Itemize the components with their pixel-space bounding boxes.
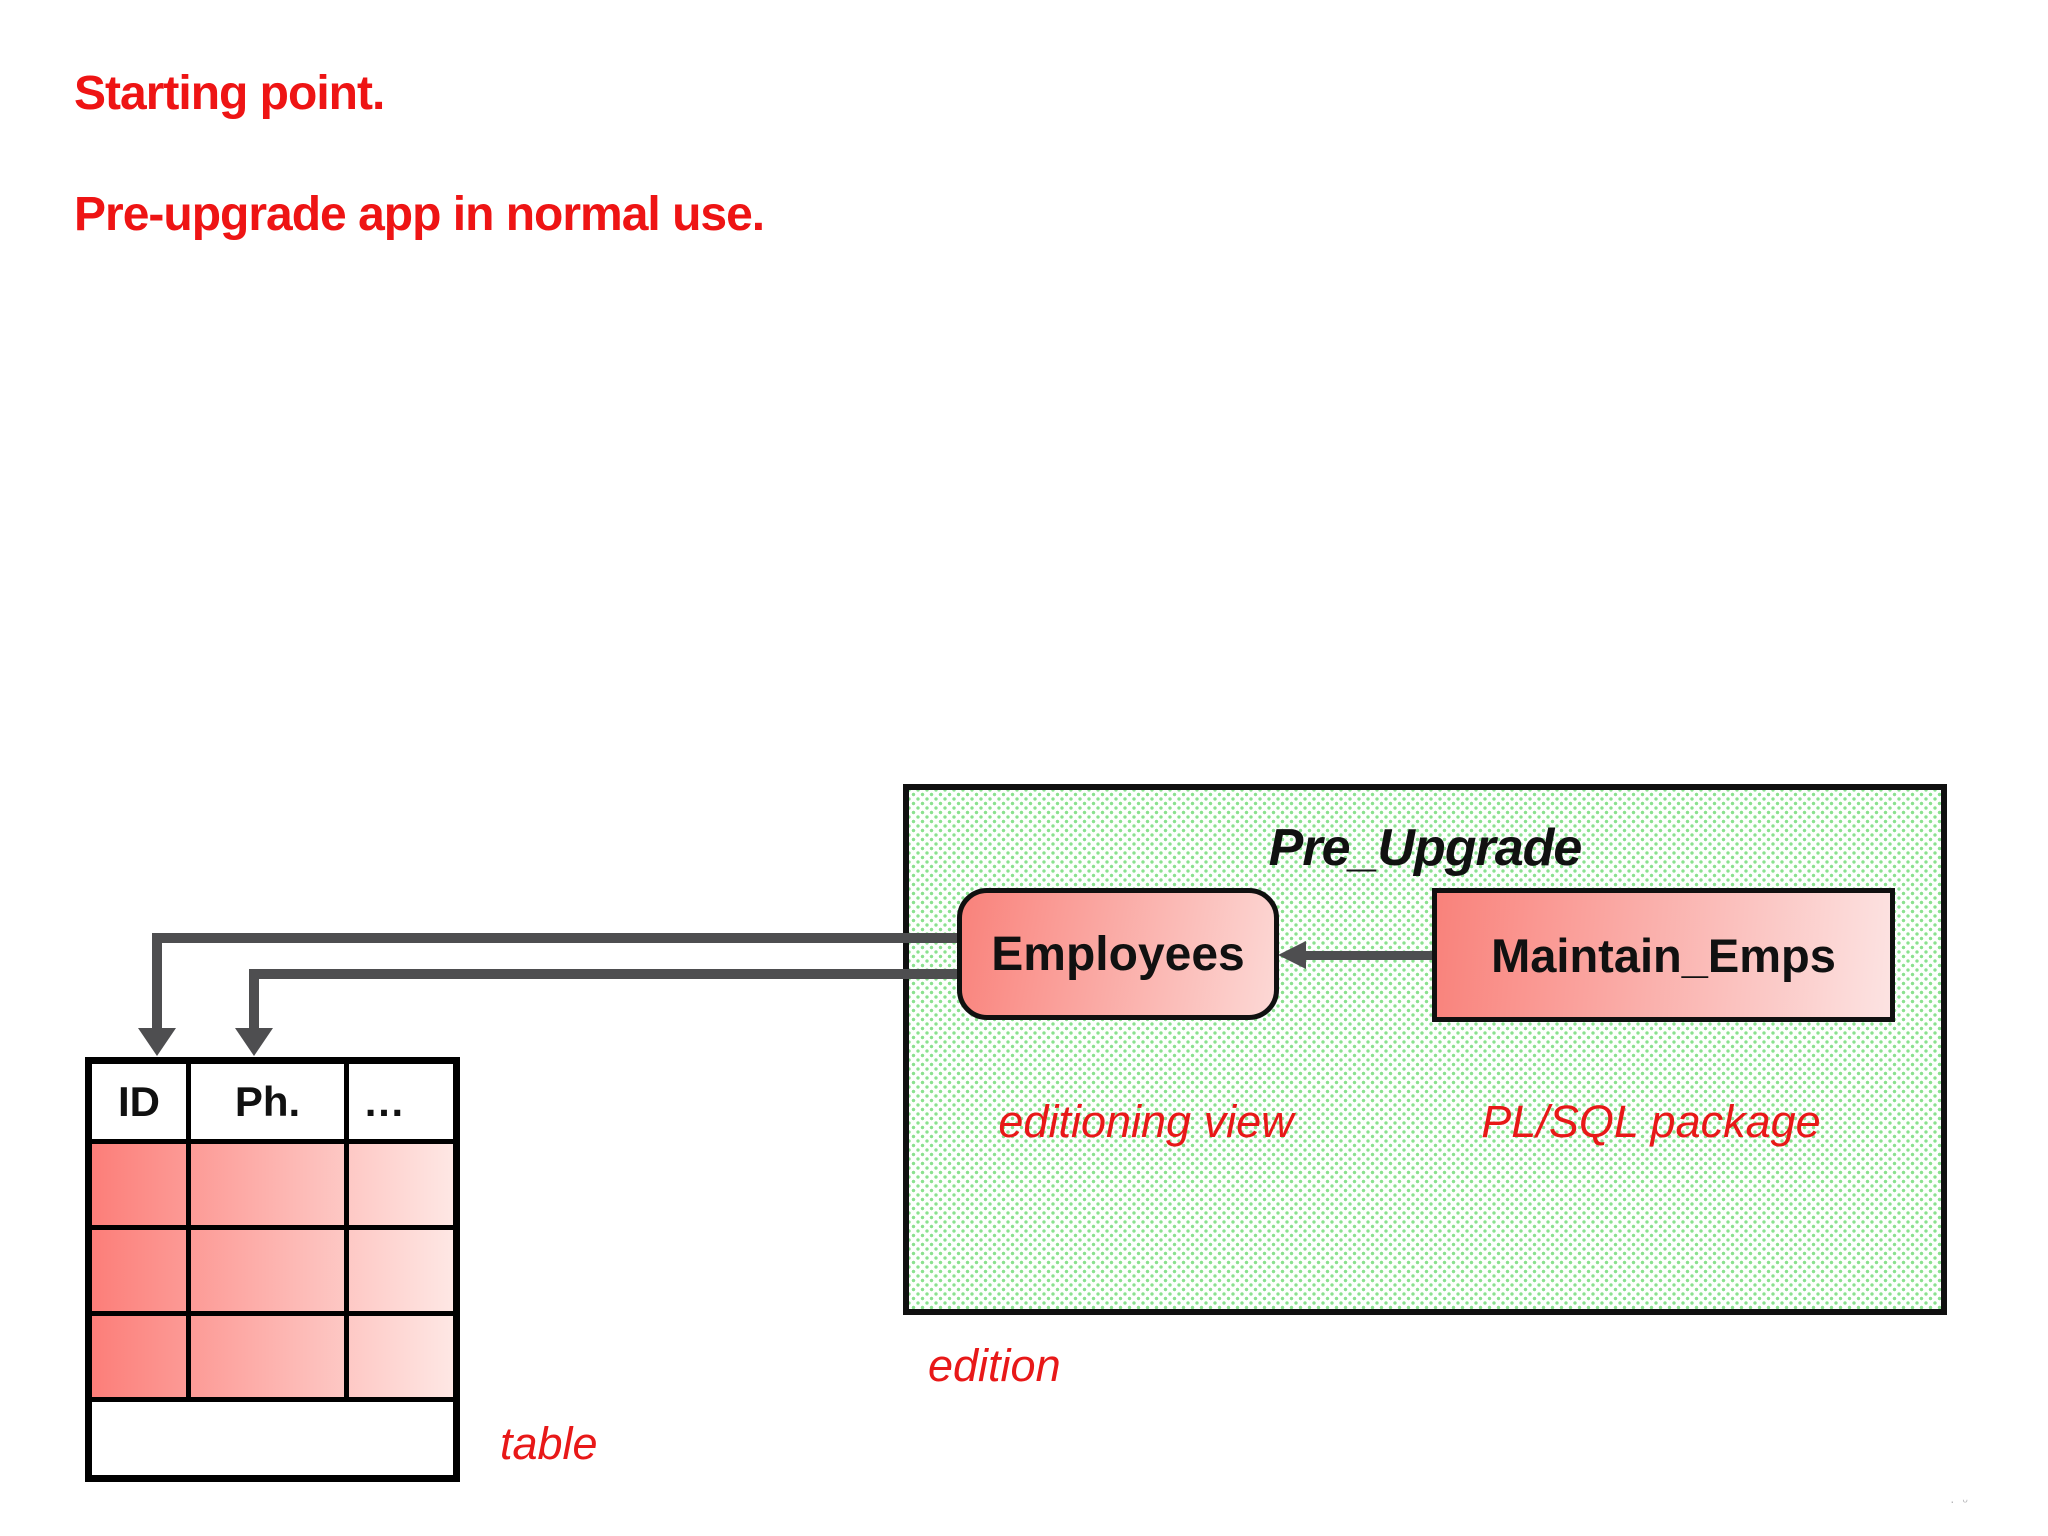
table-header-more: … [363, 1077, 405, 1125]
left-arrow-icon [1278, 941, 1306, 969]
table-cell [191, 1230, 349, 1311]
table-cell [349, 1144, 453, 1225]
table-cell [92, 1230, 191, 1311]
editioning-view-box-label: Employees [991, 927, 1245, 981]
table-row [92, 1144, 453, 1230]
table-row [92, 1316, 453, 1402]
editioning-view-caption: editioning view [998, 1096, 1294, 1147]
table-cell [191, 1144, 349, 1225]
editioning-view-box: Employees [957, 888, 1279, 1020]
connector-employees-to-id-vertical [152, 933, 162, 1030]
table-footer-row [92, 1402, 453, 1475]
down-arrow-icon [235, 1028, 273, 1056]
table-header-row: ID Ph. … [92, 1064, 453, 1144]
connector-package-to-view [1302, 951, 1432, 960]
connector-employees-to-ph-horizontal [249, 969, 957, 979]
table-header-ph: Ph. [191, 1064, 349, 1139]
table-row [92, 1230, 453, 1316]
edition-region [903, 784, 1947, 1315]
connector-employees-to-ph-vertical [249, 969, 259, 1030]
slide-title-line1: Starting point. [74, 67, 385, 120]
connector-employees-to-id-horizontal [152, 933, 957, 943]
page-artifact: · ᵕ [1950, 1496, 1970, 1509]
edition-caption: edition [928, 1340, 1061, 1391]
slide-title-line2: Pre-upgrade app in normal use. [74, 187, 765, 241]
table-header-id: ID [92, 1064, 191, 1139]
slide-title: Starting point. Pre-upgrade app in norma… [74, 64, 765, 245]
plsql-package-caption: PL/SQL package [1481, 1096, 1821, 1147]
down-arrow-icon [138, 1028, 176, 1056]
employees-table: ID Ph. … [85, 1057, 460, 1482]
table-cell [92, 1316, 191, 1397]
table-cell [349, 1230, 453, 1311]
table-cell [92, 1144, 191, 1225]
plsql-package-box-label: Maintain_Emps [1491, 928, 1836, 982]
table-caption: table [500, 1418, 598, 1469]
plsql-package-box: Maintain_Emps [1432, 888, 1895, 1022]
table-cell [191, 1316, 349, 1397]
edition-name: Pre_Upgrade [1268, 819, 1583, 877]
table-cell [349, 1316, 453, 1397]
